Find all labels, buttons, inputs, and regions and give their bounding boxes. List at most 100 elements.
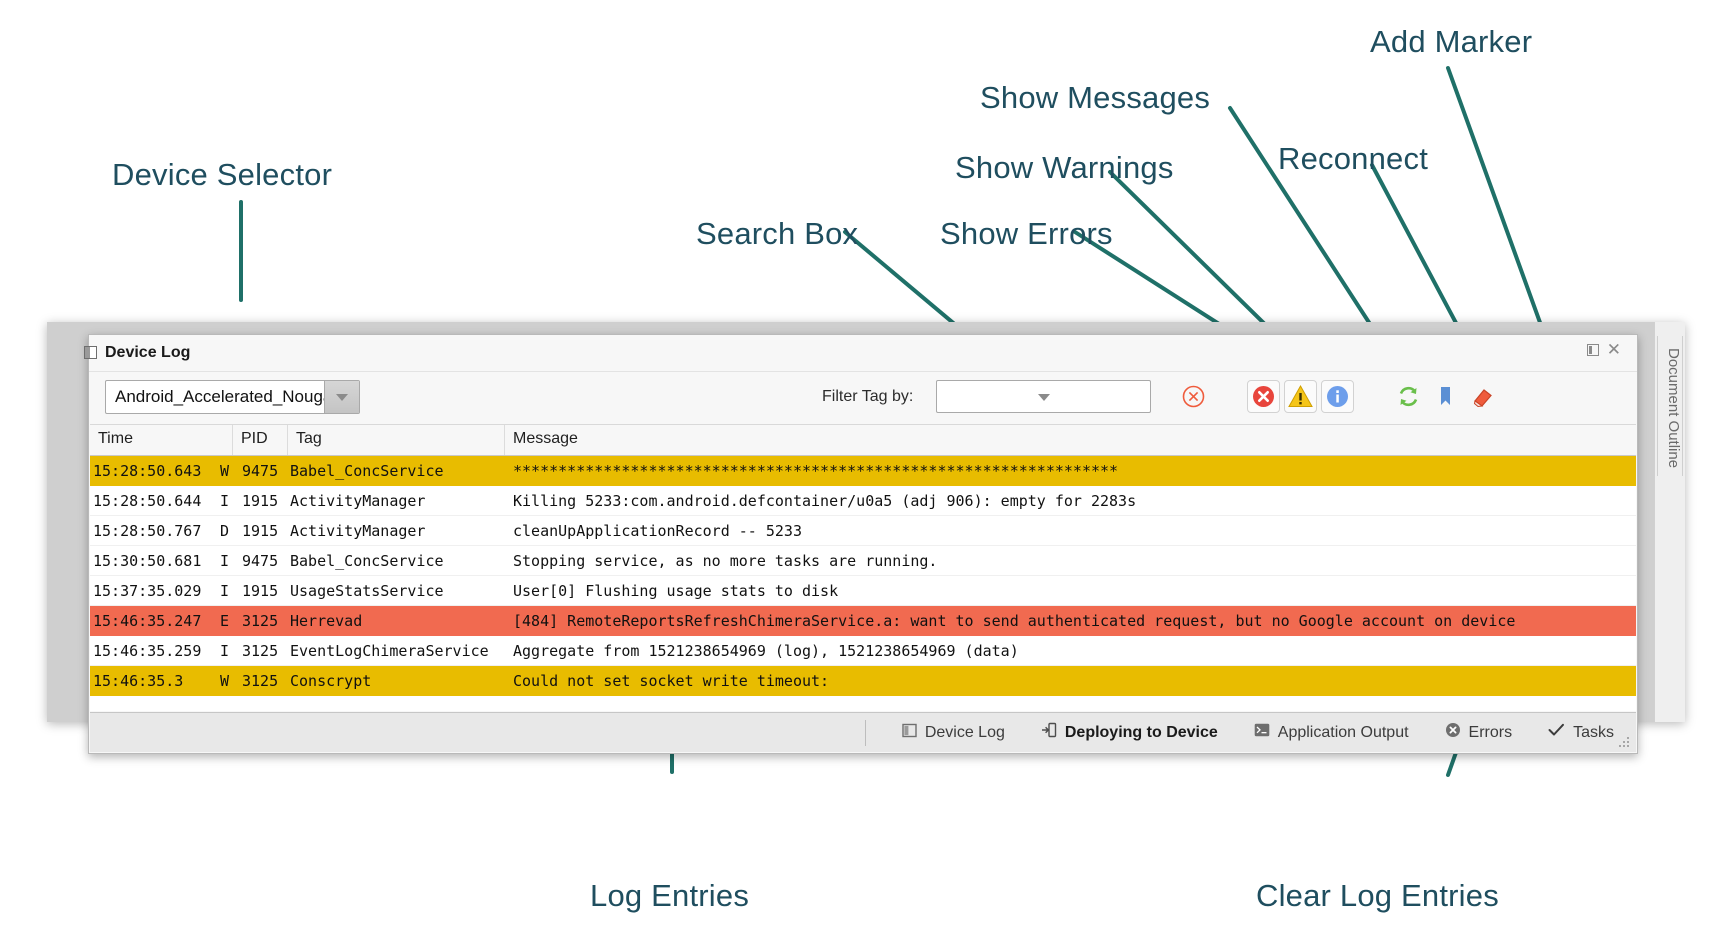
column-header-tag[interactable]: Tag [288, 425, 505, 455]
cell-pid: 3125 [242, 641, 279, 660]
show-messages-icon[interactable] [1321, 380, 1354, 413]
cell-tag: ActivityManager [290, 491, 426, 510]
cell-tag: Babel_ConcService [290, 551, 444, 570]
column-header-pid[interactable]: PID [233, 425, 288, 455]
cell-pid: 1915 [242, 521, 279, 540]
annotation-show-warnings: Show Warnings [955, 150, 1174, 185]
annotation-reconnect: Reconnect [1278, 141, 1429, 176]
cell-message: cleanUpApplicationRecord -- 5233 [513, 521, 802, 540]
device-selector-value: Android_Accelerated_Nougat [115, 387, 324, 406]
statusbar-label: Device Log [924, 723, 1005, 741]
cell-message: Could not set socket write timeout: [513, 671, 830, 690]
annotation-show-messages: Show Messages [980, 80, 1211, 115]
statusbar-item-device-log[interactable]: Device Log [902, 723, 1005, 743]
statusbar-label: Deploying to Device [1064, 723, 1218, 741]
close-icon[interactable]: ✕ [1606, 340, 1621, 359]
status-bar: Device Log Deploying to Device [90, 712, 1636, 752]
cell-tag: Herrevad [290, 611, 363, 630]
cell-message: Aggregate from 1521238654969 (log), 1521… [513, 641, 1019, 660]
device-log-panel: Device Log ✕ Android_Accelerated_Nougat … [84, 334, 1638, 754]
clear-log-icon[interactable] [1466, 380, 1499, 413]
cell-level: I [220, 641, 230, 660]
resize-grip[interactable] [1618, 735, 1632, 749]
cell-time: 15:30:50.681 [93, 551, 202, 570]
search-input-value [937, 381, 1118, 412]
add-marker-icon[interactable] [1429, 380, 1462, 413]
annotation-clear-log-entries: Clear Log Entries [1256, 878, 1499, 913]
table-row[interactable]: 15:46:35.3 W 3125 Conscrypt Could not se… [90, 666, 1636, 696]
cell-level: W [220, 671, 230, 690]
restore-icon[interactable] [1587, 344, 1599, 356]
cell-tag: EventLogChimeraService [290, 641, 489, 660]
cell-level: E [220, 611, 230, 630]
cell-pid: 1915 [242, 491, 279, 510]
clear-search-icon[interactable] [1177, 380, 1210, 413]
chevron-down-icon[interactable] [324, 381, 359, 413]
log-table-header: Time PID Tag Message [90, 424, 1636, 456]
cell-message: Stopping service, as no more tasks are r… [513, 551, 938, 570]
chevron-down-icon[interactable] [1118, 381, 1150, 412]
cell-time: 15:28:50.767 [93, 521, 202, 540]
cell-pid: 3125 [242, 611, 279, 630]
table-row[interactable]: 15:46:35.259 I 3125 EventLogChimeraServi… [90, 636, 1636, 666]
statusbar-label: Tasks [1573, 723, 1614, 741]
errors-icon [1445, 722, 1461, 743]
device-log-toolbar: Android_Accelerated_Nougat Filter Tag by… [89, 372, 1637, 424]
statusbar-item-deploying-to-device[interactable]: Deploying to Device [1041, 722, 1218, 743]
reconnect-icon[interactable] [1392, 380, 1425, 413]
cell-level: I [220, 491, 230, 510]
table-row[interactable]: 15:30:50.681 I 9475 Babel_ConcService St… [90, 546, 1636, 576]
panel-icon [84, 346, 97, 359]
show-warnings-icon[interactable] [1284, 380, 1317, 413]
cell-pid: 9475 [242, 461, 279, 480]
device-selector[interactable]: Android_Accelerated_Nougat [105, 380, 360, 414]
cell-time: 15:46:35.259 [93, 641, 202, 660]
table-row[interactable]: 15:37:35.029 I 1915 UsageStatsService Us… [90, 576, 1636, 606]
cell-time: 15:37:35.029 [93, 581, 202, 600]
log-table: Time PID Tag Message 15:28:50.643 W 9475… [90, 424, 1636, 711]
cell-tag: ActivityManager [290, 521, 426, 540]
document-outline-tab[interactable]: Document Outline [1657, 336, 1683, 476]
table-row[interactable]: 15:46:35.247 E 3125 Herrevad [484] Remot… [90, 606, 1636, 636]
panel-title-label: Device Log [105, 344, 191, 361]
statusbar-item-errors[interactable]: Errors [1445, 722, 1513, 743]
cell-time: 15:46:35.3 [93, 671, 184, 690]
column-header-message[interactable]: Message [513, 430, 578, 447]
ide-window: Document Outline Device Log ✕ Android_Ac… [47, 322, 1685, 754]
statusbar-item-application-output[interactable]: Application Output [1254, 723, 1409, 742]
terminal-icon [1254, 723, 1270, 742]
statusbar-item-tasks[interactable]: Tasks [1548, 723, 1614, 742]
cell-pid: 1915 [242, 581, 279, 600]
annotation-device-selector: Device Selector [112, 157, 333, 192]
cell-time: 15:28:50.643 [93, 461, 202, 480]
statusbar-label: Errors [1468, 723, 1513, 741]
check-icon [1548, 723, 1565, 742]
annotation-add-marker: Add Marker [1370, 24, 1533, 59]
search-input[interactable] [936, 380, 1151, 413]
annotation-show-errors: Show Errors [940, 216, 1113, 251]
device-log-icon [902, 723, 917, 743]
cell-time: 15:46:35.247 [93, 611, 202, 630]
cell-message: [484] RemoteReportsRefreshChimeraService… [513, 611, 1516, 630]
filter-tag-label: Filter Tag by: [822, 388, 914, 405]
cell-level: I [220, 581, 230, 600]
show-errors-icon[interactable] [1247, 380, 1280, 413]
cell-pid: 9475 [242, 551, 279, 570]
statusbar-label: Application Output [1277, 723, 1409, 741]
cell-level: W [220, 461, 230, 480]
table-row[interactable]: 15:28:50.644 I 1915 ActivityManager Kill… [90, 486, 1636, 516]
deploy-icon [1041, 722, 1057, 743]
annotation-search-box: Search Box [696, 216, 859, 251]
status-divider [864, 719, 866, 746]
cell-level: I [220, 551, 230, 570]
cell-tag: UsageStatsService [290, 581, 444, 600]
table-row[interactable]: 15:28:50.767 D 1915 ActivityManager clea… [90, 516, 1636, 546]
cell-message: User[0] Flushing usage stats to disk [513, 581, 839, 600]
annotation-log-entries: Log Entries [590, 878, 750, 913]
table-row[interactable]: 15:28:50.643 W 9475 Babel_ConcService **… [90, 456, 1636, 486]
cell-message: Killing 5233:com.android.defcontainer/u0… [513, 491, 1137, 510]
panel-title: Device Log [84, 344, 191, 362]
cell-pid: 3125 [242, 671, 279, 690]
column-header-time[interactable]: Time [90, 425, 233, 455]
cell-time: 15:28:50.644 [93, 491, 202, 510]
